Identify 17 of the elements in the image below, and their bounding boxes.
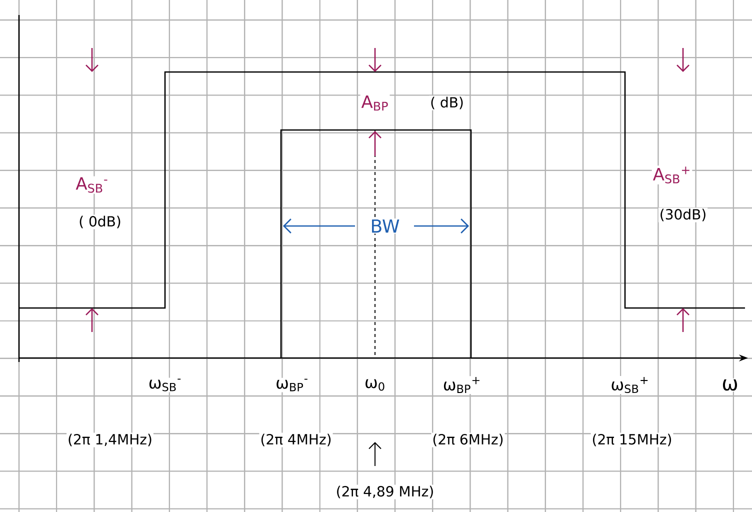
value-label: (2π 6MHz) <box>431 432 505 448</box>
frequency-label: ω$_{BP}$+ <box>442 376 482 394</box>
bandwidth-label: BW <box>369 218 401 234</box>
value-label: ( dB) <box>429 96 465 110</box>
value-label: (2π 4,89 MHz) <box>334 484 436 500</box>
attenuation-label: A$_{SB}$+ <box>652 166 692 184</box>
value-label: (2π 15MHz) <box>590 432 674 448</box>
value-label: (30dB) <box>658 208 708 222</box>
axis-label: ω <box>720 378 740 392</box>
value-label: (2π 1,4MHz) <box>66 432 154 448</box>
frequency-label: ω$_{SB}$+ <box>610 376 650 394</box>
frequency-label: ω$_{SB}$- <box>147 378 183 392</box>
value-label: (2π 4MHz) <box>259 432 333 448</box>
value-label: ( 0dB) <box>78 214 122 230</box>
attenuation-label: A$_{BP}$ <box>360 94 390 112</box>
frequency-label: ω$_{BP}$- <box>274 378 310 392</box>
attenuation-label: A$_{SB}$- <box>74 176 110 194</box>
